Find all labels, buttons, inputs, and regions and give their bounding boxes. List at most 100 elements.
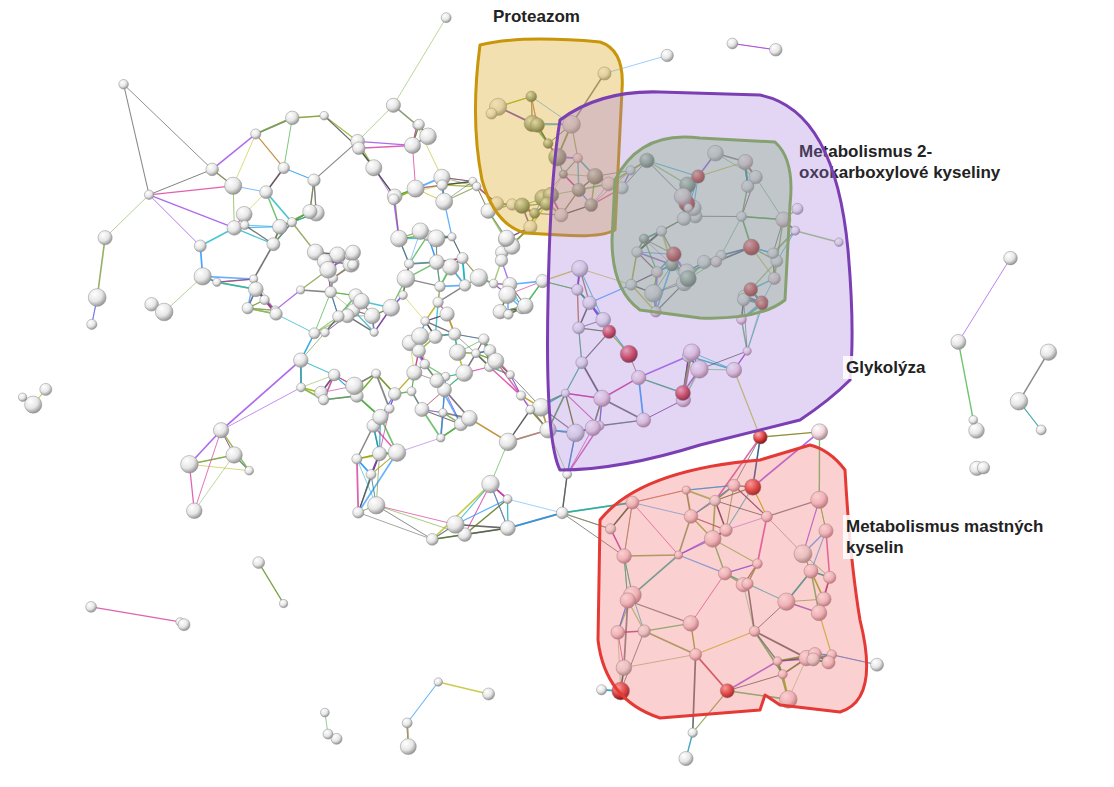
protein-node xyxy=(227,221,242,236)
protein-node xyxy=(412,223,429,240)
protein-node xyxy=(435,281,446,292)
protein-node xyxy=(506,371,514,379)
protein-node xyxy=(448,233,456,241)
protein-node xyxy=(441,13,451,23)
interaction-line xyxy=(284,118,293,168)
region-label: Metabolismus mastných kyselin xyxy=(843,515,1063,559)
interaction-line xyxy=(393,18,446,106)
interaction-line xyxy=(438,682,488,694)
protein-node xyxy=(871,658,884,671)
interaction-line xyxy=(149,186,233,195)
protein-node xyxy=(429,255,444,270)
protein-node xyxy=(414,119,425,130)
protein-node xyxy=(447,516,465,534)
protein-node xyxy=(328,369,340,381)
protein-node xyxy=(354,293,370,309)
protein-node xyxy=(323,729,333,739)
interaction-line xyxy=(732,44,775,50)
interaction-line xyxy=(508,499,563,513)
interaction-line xyxy=(91,607,180,622)
protein-node xyxy=(226,447,242,463)
interaction-line xyxy=(376,505,464,534)
protein-node xyxy=(437,434,445,442)
protein-node xyxy=(18,393,26,401)
protein-node xyxy=(242,303,253,314)
protein-node xyxy=(1010,393,1028,411)
protein-node xyxy=(348,260,359,271)
protein-node xyxy=(433,297,443,307)
protein-node xyxy=(260,186,273,199)
interaction-line xyxy=(149,195,234,228)
interaction-line xyxy=(376,505,455,524)
protein-node xyxy=(187,503,203,519)
protein-node xyxy=(270,308,282,320)
protein-node xyxy=(366,470,376,480)
protein-node xyxy=(25,396,42,413)
protein-node xyxy=(679,752,693,766)
protein-node xyxy=(1036,425,1046,435)
protein-node xyxy=(333,311,345,323)
protein-node xyxy=(526,405,535,414)
interaction-line xyxy=(732,44,775,50)
interaction-line xyxy=(221,387,301,430)
protein-node xyxy=(499,286,517,304)
protein-node xyxy=(388,194,399,205)
protein-node xyxy=(1040,344,1056,360)
protein-node xyxy=(194,268,211,285)
interaction-line xyxy=(256,134,284,168)
protein-node xyxy=(213,423,228,438)
protein-node xyxy=(321,328,330,337)
protein-node xyxy=(366,160,382,176)
protein-node xyxy=(98,231,112,245)
protein-node xyxy=(500,521,515,536)
protein-node xyxy=(415,402,429,416)
protein-node xyxy=(144,190,153,199)
protein-node xyxy=(951,334,966,349)
protein-node xyxy=(434,678,442,686)
protein-node xyxy=(318,395,328,405)
protein-node xyxy=(516,391,525,400)
protein-node xyxy=(260,295,270,305)
protein-node xyxy=(372,447,386,461)
protein-node xyxy=(488,353,504,369)
protein-node xyxy=(273,219,288,234)
interaction-line xyxy=(508,513,562,528)
protein-node xyxy=(969,416,978,425)
protein-node xyxy=(368,497,385,514)
protein-node xyxy=(364,308,380,324)
protein-node xyxy=(404,259,414,269)
protein-node xyxy=(688,728,697,737)
interaction-line xyxy=(314,292,330,333)
interaction-line xyxy=(275,290,300,310)
protein-node xyxy=(178,619,190,631)
protein-node xyxy=(430,374,444,388)
protein-node xyxy=(482,475,500,493)
protein-node xyxy=(661,49,673,61)
interaction-line xyxy=(958,342,973,420)
protein-node xyxy=(472,349,481,358)
protein-node xyxy=(1004,251,1018,265)
interaction-line xyxy=(212,134,256,169)
protein-node xyxy=(325,286,337,298)
region-label: Glykolýza xyxy=(843,356,928,379)
protein-node xyxy=(248,282,263,297)
protein-node xyxy=(400,739,416,755)
protein-node xyxy=(267,238,280,251)
protein-node xyxy=(303,204,317,218)
protein-node xyxy=(236,206,252,222)
protein-node xyxy=(483,688,495,700)
interaction-line xyxy=(958,258,1010,342)
protein-node xyxy=(495,254,507,266)
interaction-line xyxy=(194,455,234,511)
protein-node xyxy=(388,388,401,401)
protein-node xyxy=(456,365,473,382)
protein-node xyxy=(353,142,366,155)
protein-node xyxy=(346,377,364,395)
protein-node xyxy=(470,269,488,287)
protein-node xyxy=(770,44,783,57)
interaction-line xyxy=(508,513,562,528)
protein-node xyxy=(370,328,378,336)
protein-node xyxy=(402,718,412,728)
protein-node xyxy=(504,310,514,320)
